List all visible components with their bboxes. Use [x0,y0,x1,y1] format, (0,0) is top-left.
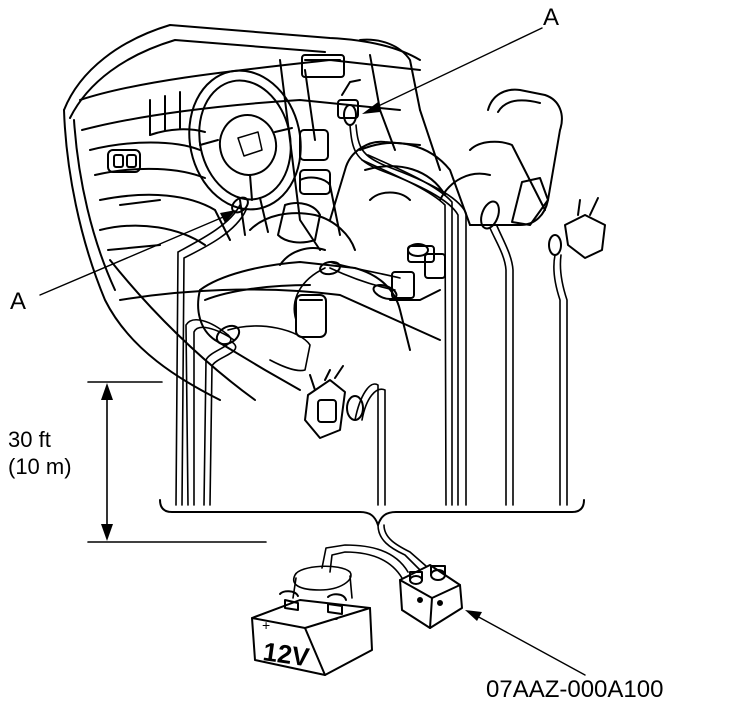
battery-cables [292,544,409,599]
leader-part-arrowhead [465,610,482,621]
dimension-arrow-down [101,524,113,541]
battery [251,590,373,676]
lead-wire [377,524,427,571]
dimension-arrow-up [101,383,113,400]
distance-dimension [87,381,267,543]
deployment-tool [399,564,463,629]
vehicle-interior [63,24,441,401]
deployment-wires [175,124,568,506]
leader-top-a [369,27,543,111]
battery-voltage-label: 12V [261,636,312,672]
battery-positive-symbol: + [262,617,270,633]
harness-connectors [215,104,562,421]
distance-label-m: (10 m) [8,454,72,479]
part-number-label: 07AAZ-000A100 [486,676,664,703]
battery-negative-symbol: − [330,611,338,627]
leader-top-arrowhead [362,102,380,114]
harness-bracket [159,499,585,526]
front-passenger-seat [359,88,563,226]
distance-label-ft: 30 ft [8,427,51,452]
callout-leaders [39,27,586,676]
leader-part-number [474,614,586,676]
airbag-modules [295,79,606,439]
leader-left-arrowhead [220,210,236,223]
callout-a-left: A [10,288,27,315]
callout-a-top: A [543,4,560,31]
leader-left-a [39,214,229,296]
